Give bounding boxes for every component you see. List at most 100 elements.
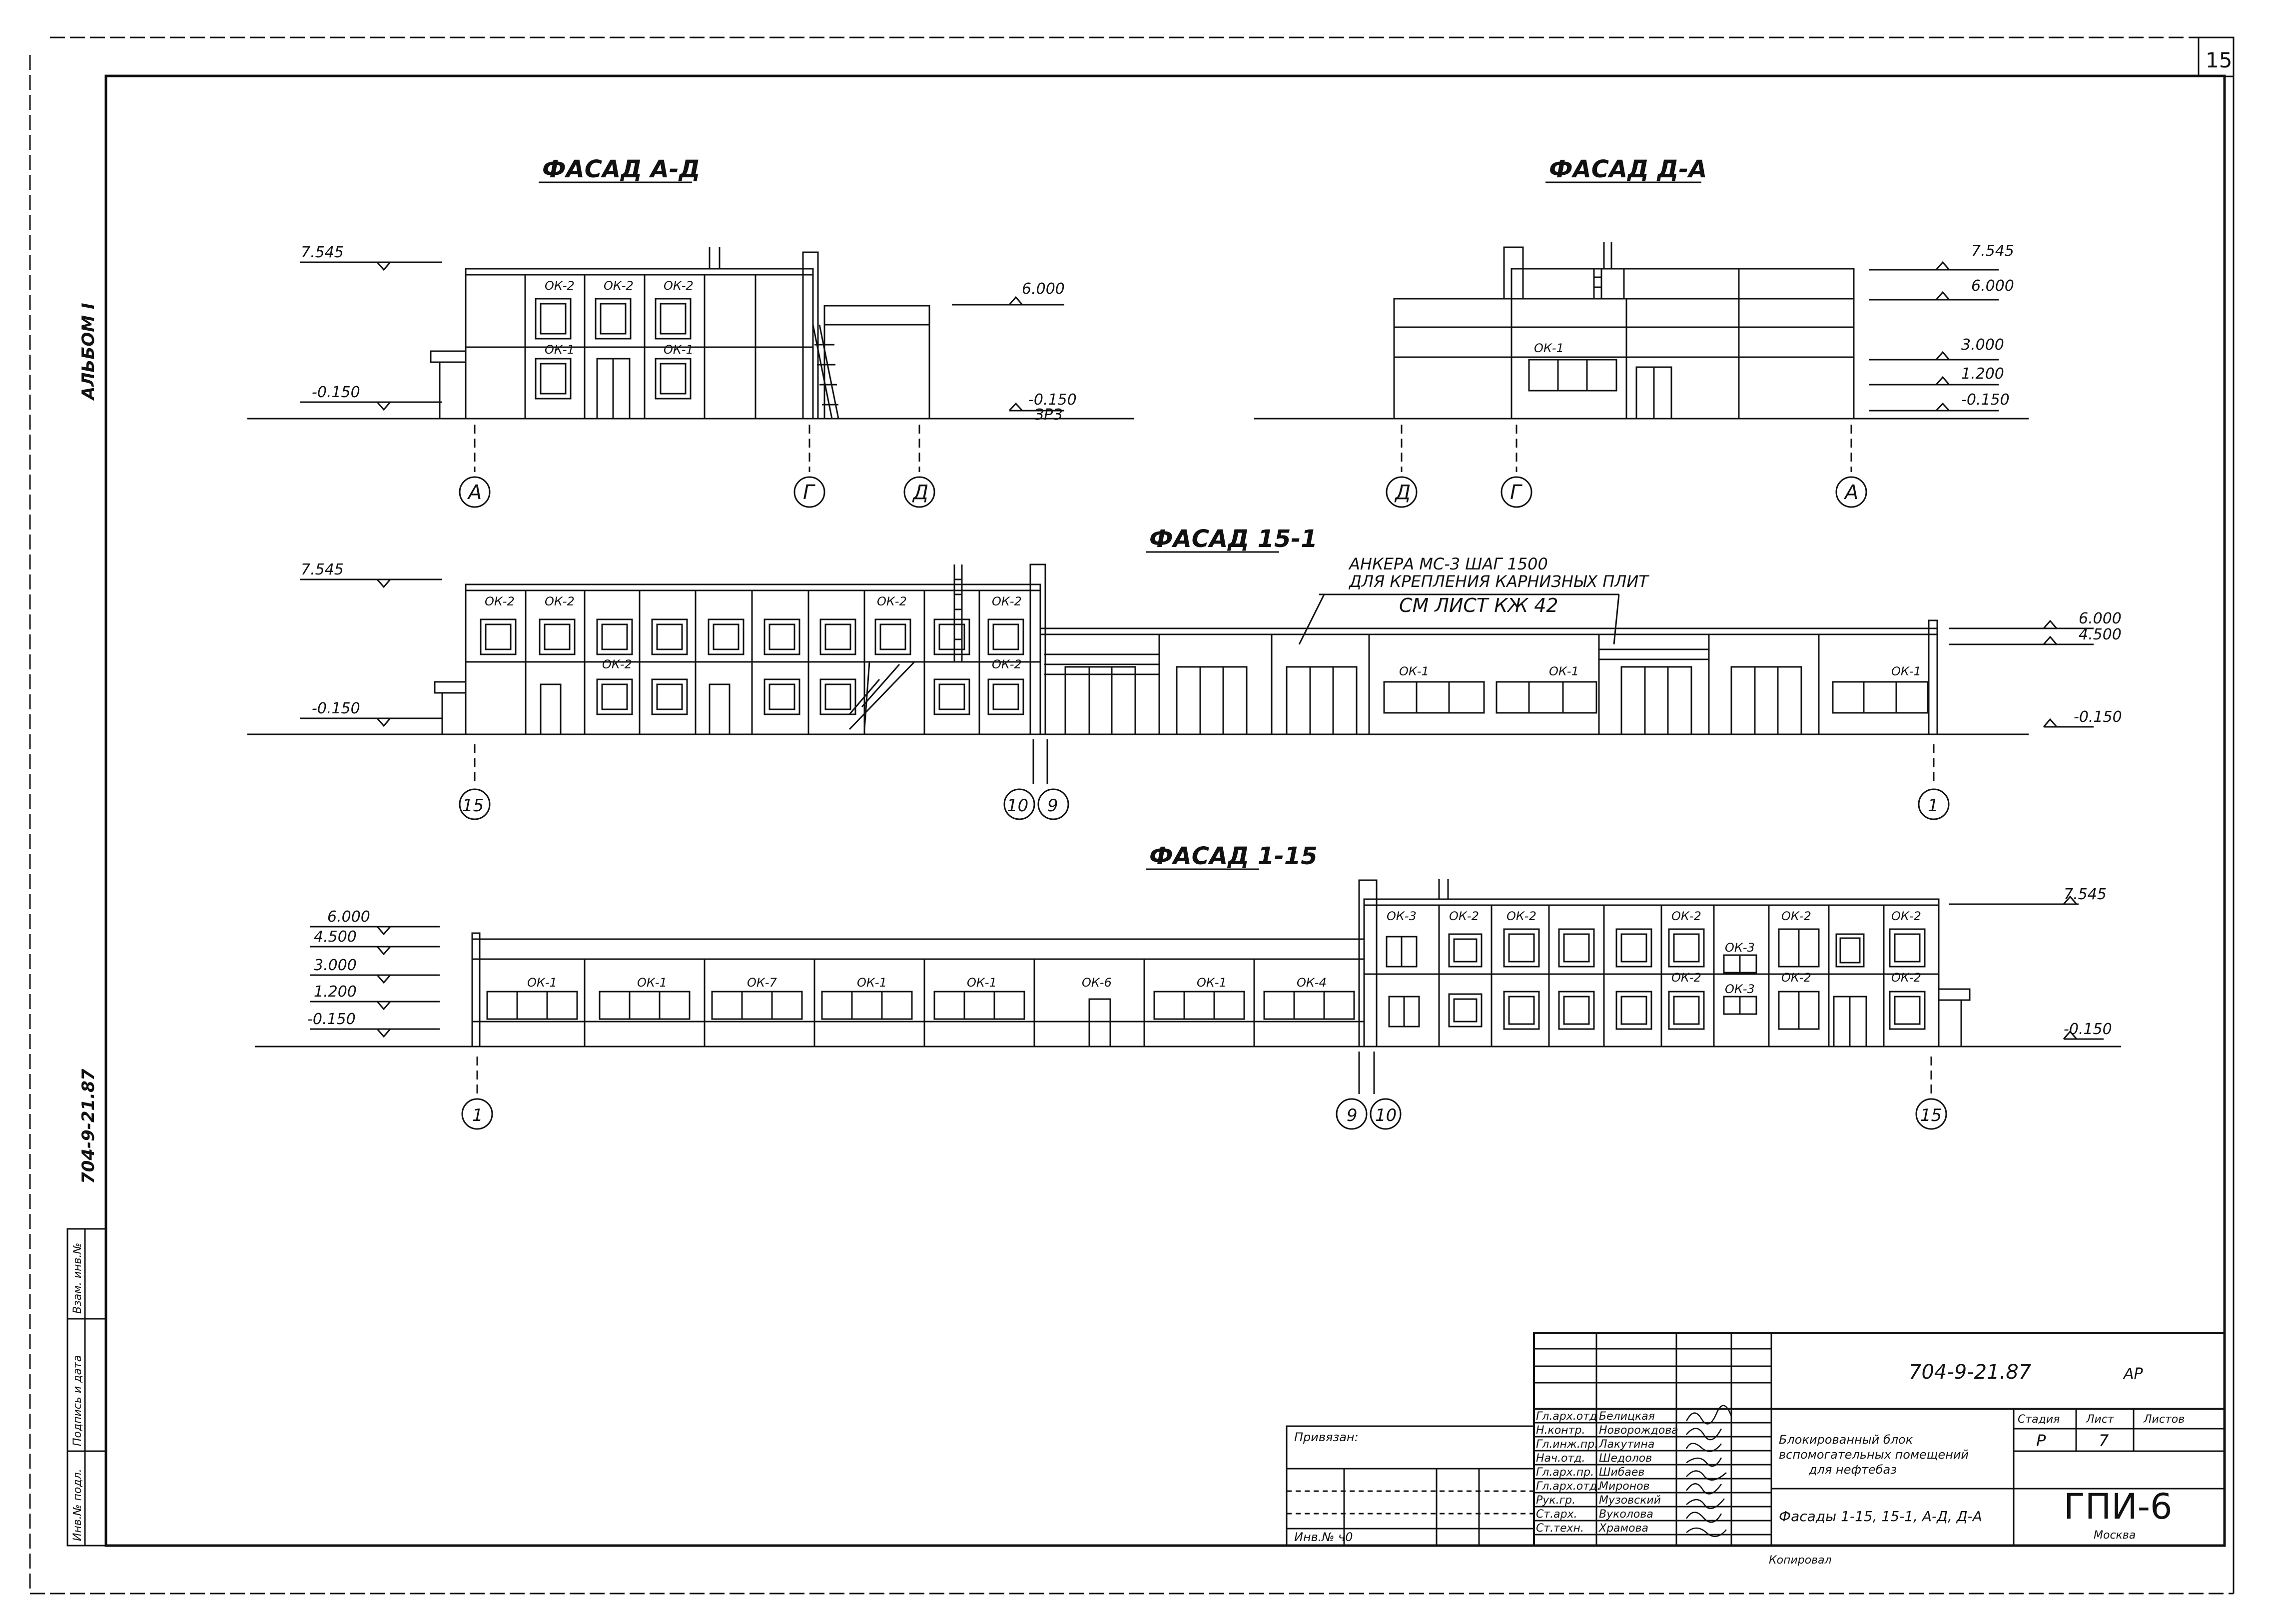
f115-mark: ОК-1: [967, 976, 997, 990]
organization-city: Москва: [2094, 1529, 2136, 1542]
f115-level-1200: 1.200: [314, 983, 357, 1001]
anchor-note-line2: ДЛЯ КРЕПЛЕНИЯ КАРНИЗНЫХ ПЛИТ: [1348, 572, 1649, 591]
f151-mark: ОК-2: [877, 594, 907, 608]
da-level-7545: 7.545: [1971, 242, 2014, 260]
project-code-vertical: 704-9-21.87: [78, 1069, 98, 1184]
page-number: 15: [2206, 48, 2232, 72]
da-level-1200: 1.200: [1961, 365, 2004, 383]
role: Гл.арх.пр.: [1536, 1466, 1594, 1479]
facade-a-d-title: ФАСАД А-Д: [542, 155, 700, 183]
person-name: Вуколова: [1599, 1508, 1653, 1521]
f151-mark: ОК-2: [992, 657, 1022, 671]
ad-mark: ОК-1: [664, 343, 694, 357]
ad-mark: ОК-1: [545, 343, 575, 357]
f115-level-3000: 3.000: [314, 957, 357, 974]
facade-a-d: ФАСАД А-Д: [247, 155, 1134, 508]
signature-scribbles: [1685, 1405, 1732, 1537]
person-name: Музовский: [1599, 1494, 1661, 1507]
f151-axis-10: 10: [1007, 796, 1028, 816]
album-label: АЛЬБОМ I: [78, 303, 98, 401]
side-stamp-replace: Взам. инв.№: [71, 1243, 84, 1314]
title-block: [1533, 1332, 2226, 1547]
f151-axis-9: 9: [1047, 796, 1058, 816]
ad-axis-a: А: [467, 481, 482, 504]
f151-mark: ОК-2: [602, 657, 632, 671]
f115-level-m0150-right: -0.150: [2064, 1021, 2112, 1038]
f115-mark: ОК-2: [1671, 971, 1701, 985]
da-mark: ОК-1: [1534, 341, 1564, 355]
person-name: Шибаев: [1599, 1466, 1644, 1479]
side-stamp-inv: Инв.№ подл.: [71, 1469, 84, 1541]
facade-15-1-title: ФАСАД 15-1: [1149, 525, 1318, 553]
role: Гл.инж.пр.: [1536, 1438, 1598, 1451]
role: Гл.арх.отд: [1536, 1410, 1597, 1423]
f115-mark: ОК-3: [1387, 909, 1417, 923]
f115-mark: ОК-2: [1671, 909, 1701, 923]
f151-level-7545: 7.545: [301, 561, 344, 578]
f115-mark: ОК-2: [1891, 909, 1921, 923]
inv-label: Инв.№ ч0: [1294, 1530, 1353, 1544]
f115-level-7545: 7.545: [2064, 886, 2107, 903]
role: Ст.арх.: [1536, 1508, 1577, 1521]
role: Рук.гр.: [1536, 1494, 1575, 1507]
f115-mark: ОК-2: [1891, 971, 1921, 985]
f115-mark: ОК-2: [1449, 909, 1479, 923]
facade-1-15: ФАСАД 1-15: [255, 842, 2121, 1130]
f151-level-6000: 6.000: [2079, 610, 2122, 627]
f151-level-m0150-right: -0.150: [2074, 708, 2122, 726]
f151-mark: ОК-1: [1549, 664, 1579, 678]
f151-mark: ОК-2: [992, 594, 1022, 608]
f115-axis-10: 10: [1375, 1105, 1397, 1125]
object-name-line2: вспомогательных помещений: [1779, 1448, 1969, 1462]
role: Ст.техн.: [1536, 1522, 1584, 1535]
anchor-note-line3: СМ ЛИСТ КЖ 42: [1399, 594, 1558, 616]
copied-label: Копировал: [1769, 1554, 1832, 1567]
ad-mark: ОК-2: [664, 279, 694, 293]
f115-level-4500: 4.500: [314, 928, 357, 946]
f115-mark: ОК-4: [1297, 976, 1327, 990]
f115-mark: ОК-1: [1197, 976, 1227, 990]
sheets-header: Листов: [2143, 1413, 2185, 1426]
f115-mark: ОК-1: [857, 976, 887, 990]
ad-mark: ОК-2: [545, 279, 575, 293]
da-axis-a: А: [1843, 481, 1858, 504]
f115-axis-9: 9: [1347, 1105, 1358, 1125]
f151-axis-15: 15: [462, 796, 484, 816]
da-level-3000: 3.000: [1961, 336, 2004, 354]
f115-mark: ОК-6: [1082, 976, 1112, 990]
object-name-line1: Блокированный блок: [1779, 1433, 1913, 1447]
f115-level-6000: 6.000: [327, 908, 370, 926]
ad-level-note: ЗРЗ: [1034, 406, 1063, 424]
binding-label: Привязан:: [1294, 1430, 1359, 1444]
side-stamp: [66, 1228, 107, 1547]
ad-mark: ОК-2: [604, 279, 634, 293]
f151-mark: ОК-1: [1891, 664, 1921, 678]
facade-d-a: ФАСАД Д-А 7.545 6.000: [1254, 155, 2029, 508]
f115-mark: ОК-7: [747, 976, 777, 990]
object-name-line3: для нефтебаз: [1808, 1463, 1897, 1477]
f151-level-m0150-left: -0.150: [312, 700, 360, 717]
ad-level-7545: 7.545: [301, 244, 344, 261]
f151-level-4500: 4.500: [2079, 626, 2122, 643]
role: Н.контр.: [1536, 1424, 1585, 1437]
da-level-6000: 6.000: [1971, 277, 2014, 295]
f115-axis-15: 15: [1920, 1105, 1942, 1125]
da-axis-g: Г: [1510, 481, 1522, 504]
ad-axis-g: Г: [803, 481, 815, 504]
role: Гл.арх.отд.: [1536, 1480, 1600, 1493]
facade-d-a-title: ФАСАД Д-А: [1549, 155, 1707, 183]
person-name: Лакутина: [1598, 1438, 1654, 1451]
person-name: Миронов: [1599, 1480, 1650, 1493]
role: Нач.отд.: [1536, 1452, 1585, 1465]
f115-mark: ОК-3: [1725, 982, 1755, 996]
stage-value: Р: [2036, 1431, 2046, 1450]
f151-mark: ОК-2: [545, 594, 575, 608]
f115-mark: ОК-2: [1507, 909, 1536, 923]
sheet-name: Фасады 1-15, 15-1, А-Д, Д-А: [1779, 1508, 1982, 1525]
f115-level-m0150-left: -0.150: [307, 1011, 356, 1028]
f115-mark: ОК-2: [1781, 909, 1811, 923]
sheet-frame: [29, 36, 2235, 1595]
ad-level-6000: 6.000: [1022, 280, 1065, 298]
